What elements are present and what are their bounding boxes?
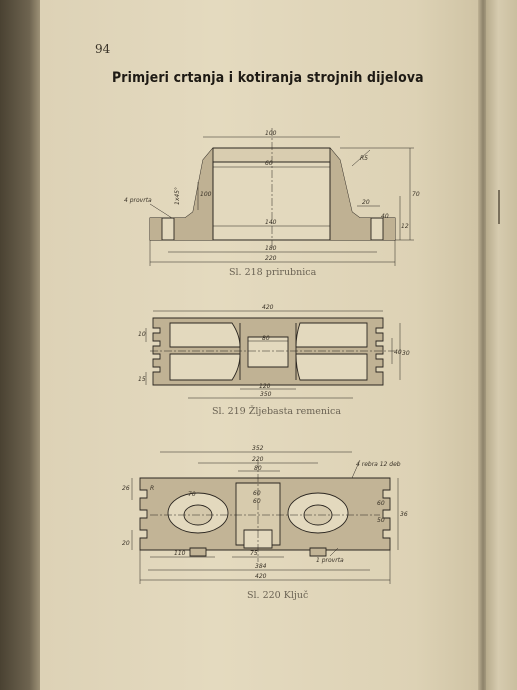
dim-218-h: 70: [412, 191, 420, 198]
page-heading: Primjeri crtanja i kotiranja strojnih di…: [112, 70, 424, 86]
dim-218-p: 40: [381, 213, 389, 220]
dim-219-h2: 40: [394, 349, 402, 356]
figure-219-pulley: [146, 311, 400, 398]
dim-219-bore: 120: [259, 383, 271, 390]
dim-220-d8: 75: [250, 550, 258, 557]
dim-220-d1: 352: [252, 445, 264, 452]
figure-218-flange: [150, 128, 414, 266]
dim-220-d11: 26: [122, 485, 130, 492]
dim-220-d15: 50: [377, 517, 385, 524]
dim-218-note: 4 provrta: [124, 197, 152, 204]
dim-220-d4: 60: [253, 490, 261, 497]
dim-218-d-bolt: 180: [265, 245, 277, 252]
dim-220-d7: 110: [174, 550, 186, 557]
figure-220-caption: Sl. 220 Ključ: [247, 590, 309, 601]
dim-219-hub: 80: [262, 335, 270, 342]
figure-218-caption: Sl. 218 prirubnica: [229, 267, 317, 278]
dim-219-h3: 15: [138, 376, 146, 383]
dim-218-h2: 12: [401, 223, 409, 230]
dim-220-note1: 4 rebra 12 deb: [356, 461, 401, 468]
figure-218-dims: 100 60 140 180 220 R5 20 70 12 40 1x45° …: [124, 130, 420, 262]
figure-220-dims: 352 220 80 60 60 70 110 75 384 420 26 36…: [122, 445, 408, 580]
dim-220-d5: 60: [253, 498, 261, 505]
dim-220-d13: 20: [122, 540, 130, 547]
dim-218-d-top: 100: [265, 130, 277, 137]
dim-218-slope: 100: [200, 191, 212, 198]
dim-219-h1: 30: [402, 350, 410, 357]
figure-219-caption: Sl. 219 Žljebasta remenica: [212, 406, 342, 417]
dim-218-chamfer: 1x45°: [174, 187, 181, 205]
dim-219-rim: 350: [260, 391, 272, 398]
next-page-mark: [498, 190, 500, 224]
dim-220-d12: 36: [400, 511, 408, 518]
dim-219-w1: 10: [138, 331, 146, 338]
dim-220-d14: 60: [377, 500, 385, 507]
dim-218-w: 20: [362, 199, 370, 206]
book-left-shadow: [0, 0, 42, 690]
book-gutter: [478, 0, 488, 690]
page-number: 94: [95, 42, 111, 56]
dim-218-d-outer: 220: [265, 255, 277, 262]
dim-220-note2: 1 provrta: [316, 557, 344, 564]
dim-218-d-inner: 60: [265, 160, 273, 167]
dim-220-d6: 70: [188, 491, 196, 498]
dim-220-r1: R: [150, 485, 154, 492]
figure-219-dims: 420 80 120 350 10 30 40 15: [138, 304, 410, 398]
dim-220-d2: 220: [252, 456, 264, 463]
dim-218-d-mid: 140: [265, 219, 277, 226]
dim-219-w-total: 420: [262, 304, 274, 311]
dim-220-d3: 80: [254, 465, 262, 472]
dim-218-r: R5: [360, 155, 368, 162]
next-page-edge: [486, 0, 517, 690]
dim-220-d10: 420: [255, 573, 267, 580]
dim-220-d9: 384: [255, 563, 267, 570]
figure-220-housing: [132, 452, 398, 584]
